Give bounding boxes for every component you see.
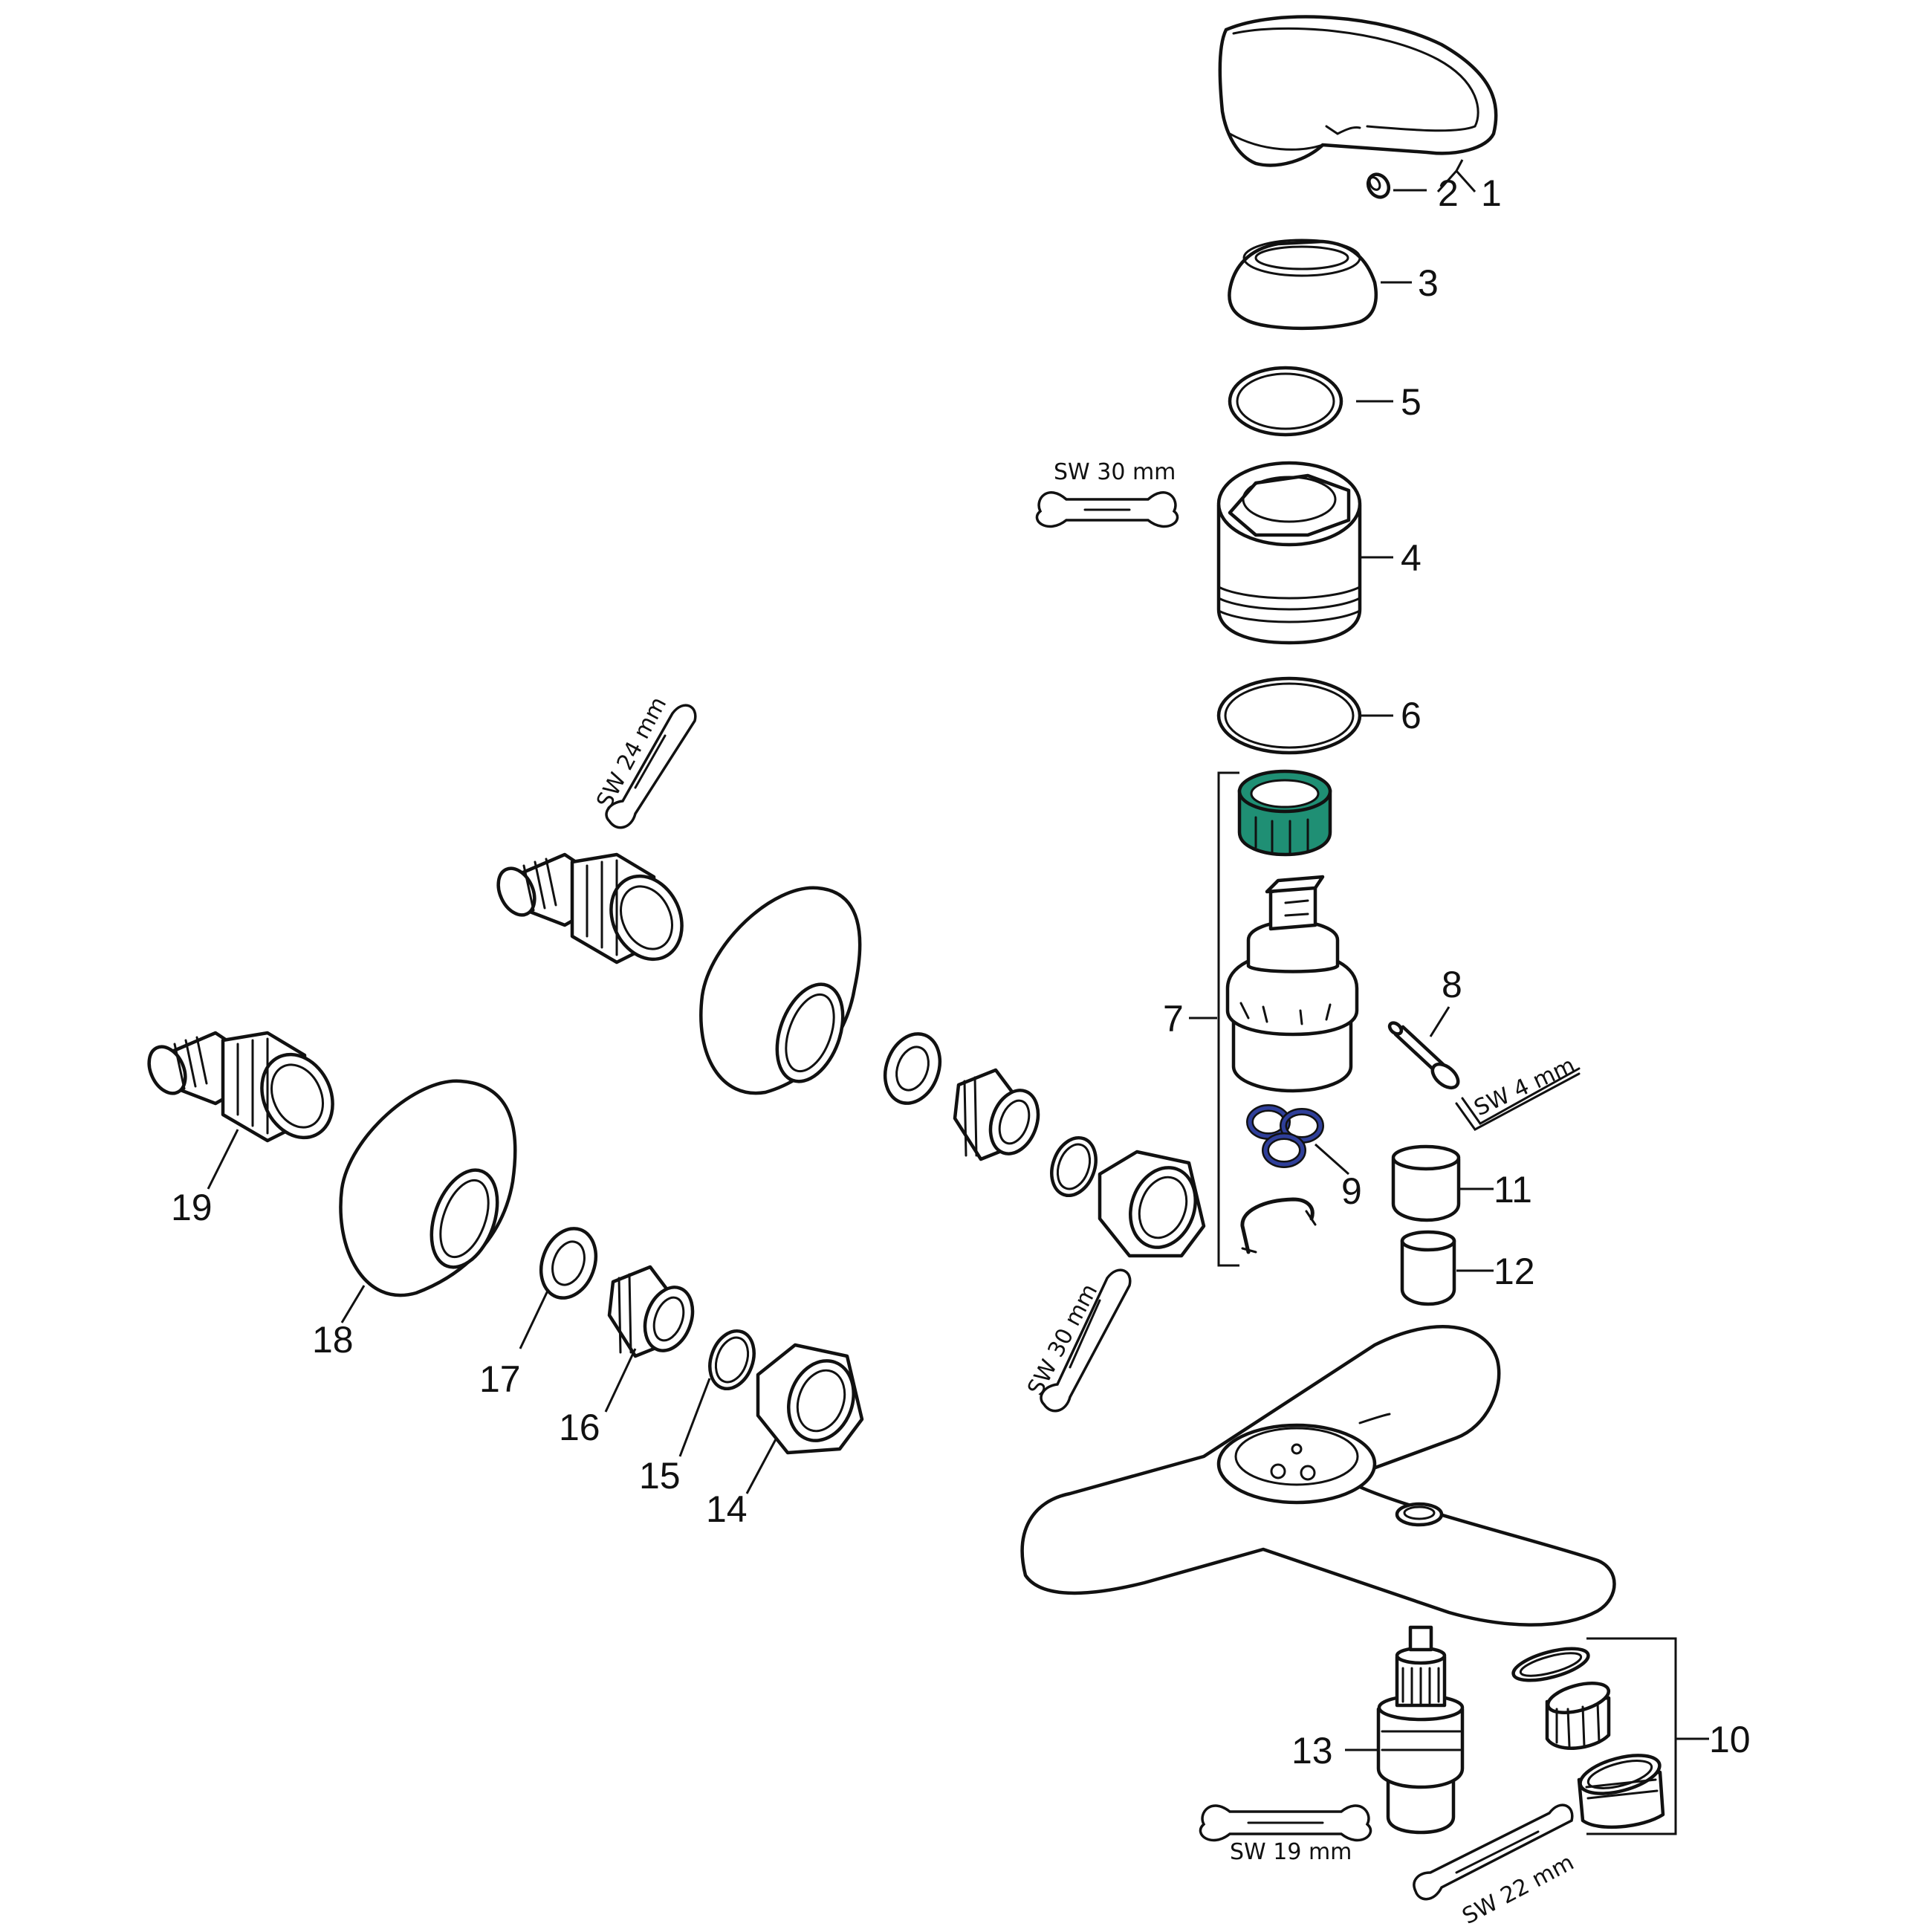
part-10-aerator-bracket: [1586, 1637, 1677, 1835]
part-7-retaining-clip: [1240, 1197, 1317, 1254]
part-7-green-ring: [1237, 769, 1332, 857]
hex-key-sw4-icon: [1455, 1067, 1581, 1131]
part-15-o-ring: [708, 1329, 756, 1391]
wrench-label-sw30-top: SW 30 mm: [1054, 459, 1176, 485]
part-10-aerator-housing: [1577, 1754, 1665, 1829]
callout-9: 9: [1341, 1170, 1362, 1212]
leader-lines: [207, 159, 1709, 1751]
callout-18: 18: [312, 1319, 354, 1361]
upper-washer: [883, 1032, 942, 1105]
callout-1: 1: [1481, 172, 1502, 214]
callout-11: 11: [1494, 1169, 1532, 1210]
wrench-sw24-icon: [605, 704, 697, 829]
callout-2: 2: [1438, 172, 1459, 214]
part-9-seals: [1246, 1104, 1324, 1168]
callout-16: 16: [559, 1407, 600, 1448]
part-12-sleeve: [1400, 1230, 1456, 1306]
upper-eccentric-connector: [496, 852, 684, 965]
wrench-label-sw19: SW 19 mm: [1230, 1839, 1352, 1865]
callout-13: 13: [1291, 1730, 1333, 1771]
part-7-cartridge-bracket: [1217, 771, 1239, 1267]
wrench-sw19-icon: [1199, 1804, 1372, 1842]
callout-5: 5: [1401, 381, 1422, 423]
upper-nipple: [953, 1068, 1040, 1161]
part-14-union-nut: [756, 1343, 864, 1455]
part-7-cartridge-body: [1225, 875, 1359, 1093]
callout-8: 8: [1442, 964, 1462, 1005]
part-10-seal: [1511, 1647, 1590, 1682]
part-3-cap: [1228, 239, 1378, 331]
callout-15: 15: [639, 1455, 681, 1497]
callout-12: 12: [1494, 1251, 1535, 1292]
mixer-body: [1020, 1325, 1616, 1627]
callout-4: 4: [1401, 537, 1422, 579]
part-6-o-ring: [1216, 676, 1362, 755]
part-11-cap: [1391, 1144, 1461, 1222]
part-13-diverter-cartridge: [1376, 1625, 1465, 1835]
part-1-lever-handle: [1218, 15, 1498, 167]
part-2-grub-screw: [1366, 172, 1391, 199]
callout-17: 17: [479, 1358, 521, 1400]
part-8-screw: [1387, 1021, 1460, 1090]
callout-7: 7: [1163, 998, 1184, 1040]
part-4-housing-nut: [1216, 461, 1362, 645]
upper-o-ring: [1050, 1135, 1098, 1198]
part-17-washer: [539, 1227, 598, 1300]
callout-19: 19: [171, 1187, 213, 1228]
callout-3: 3: [1418, 262, 1439, 304]
callout-14: 14: [706, 1488, 748, 1530]
upper-union-nut: [1098, 1150, 1206, 1258]
part-5-o-ring: [1228, 366, 1343, 437]
part-16-nipple: [607, 1265, 695, 1358]
part-10-insert: [1545, 1682, 1611, 1750]
callout-6: 6: [1401, 695, 1422, 736]
upper-rosette: [699, 886, 862, 1095]
wrench-sw22-icon: [1413, 1803, 1574, 1901]
part-19-eccentric-connector: [147, 1031, 334, 1143]
wrench-sw30-top-icon: [1035, 491, 1179, 528]
part-18-rosette: [339, 1079, 517, 1297]
wrench-sw30-mid-icon: [1040, 1268, 1132, 1413]
wrench-label-sw4: SW 4 mm: [1471, 1052, 1579, 1121]
callout-10: 10: [1709, 1719, 1751, 1760]
